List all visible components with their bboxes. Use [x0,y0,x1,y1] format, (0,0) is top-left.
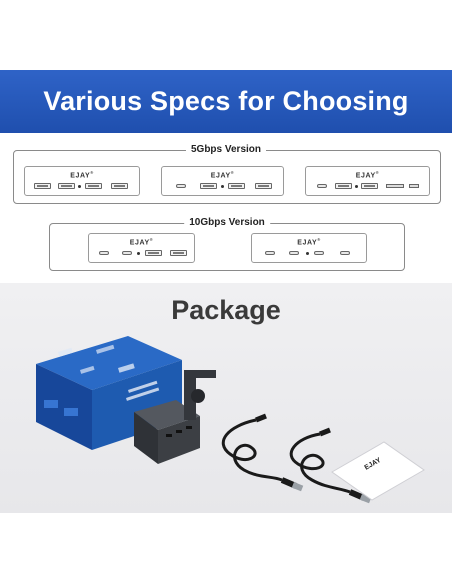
usb-c-port-icon [317,184,327,188]
usb-c-port-icon [265,251,275,255]
usb-a-port-icon [200,183,217,189]
usb-c-port-icon [176,184,186,188]
led-indicator-icon [355,185,358,188]
usb-a-port-icon [85,183,102,189]
hub-logo: EJAY® [297,237,321,247]
hub-logo: EJAY® [210,170,235,180]
package-title: Package [171,295,281,325]
hub-10gbps-variant-2: EJAY® [251,233,367,263]
banner-title: Various Specs for Choosing [43,86,409,116]
led-indicator-icon [78,185,81,188]
hub-logo: EJAY® [355,170,380,180]
usb-a-port-icon [228,183,245,189]
led-indicator-icon [306,252,309,255]
hub-5gbps-variant-2: EJAY® [161,166,284,196]
usb-cable-image [221,413,298,489]
usb-a-port-icon [111,183,128,189]
hub-5gbps-variant-1: EJAY® [24,166,140,196]
usb-a-port-icon [255,183,272,189]
sd-card-slot-icon [386,184,404,188]
usb-c-port-icon [314,251,324,255]
usb-c-port-icon [99,251,109,255]
usb-a-port-icon [170,250,187,256]
package-contents-photo: EJAY [36,336,425,504]
hub-5gbps-variant-3: EJAY® [305,166,430,196]
usb-c-port-icon [122,251,132,255]
usb-a-port-icon [335,183,352,189]
group-10gbps-title: 10Gbps Version [184,217,270,228]
usb-c-port-icon [340,251,350,255]
hub-logo: EJAY® [129,237,154,247]
hub-10gbps-variant-1: EJAY® [88,233,195,263]
tf-card-slot-icon [409,184,419,188]
usb-c-port-icon [289,251,299,255]
title-banner: Various Specs for Choosing [0,70,452,133]
usb-a-port-icon [34,183,51,189]
group-5gbps-title: 5Gbps Version [185,144,267,155]
usb-a-port-icon [361,183,378,189]
usb-a-port-icon [145,250,162,256]
user-manual-image: EJAY [331,441,425,501]
hub-logo: EJAY® [70,170,94,180]
led-indicator-icon [221,185,224,188]
led-indicator-icon [137,252,140,255]
usb-hub-clamp-image [134,370,216,464]
usb-a-port-icon [58,183,75,189]
